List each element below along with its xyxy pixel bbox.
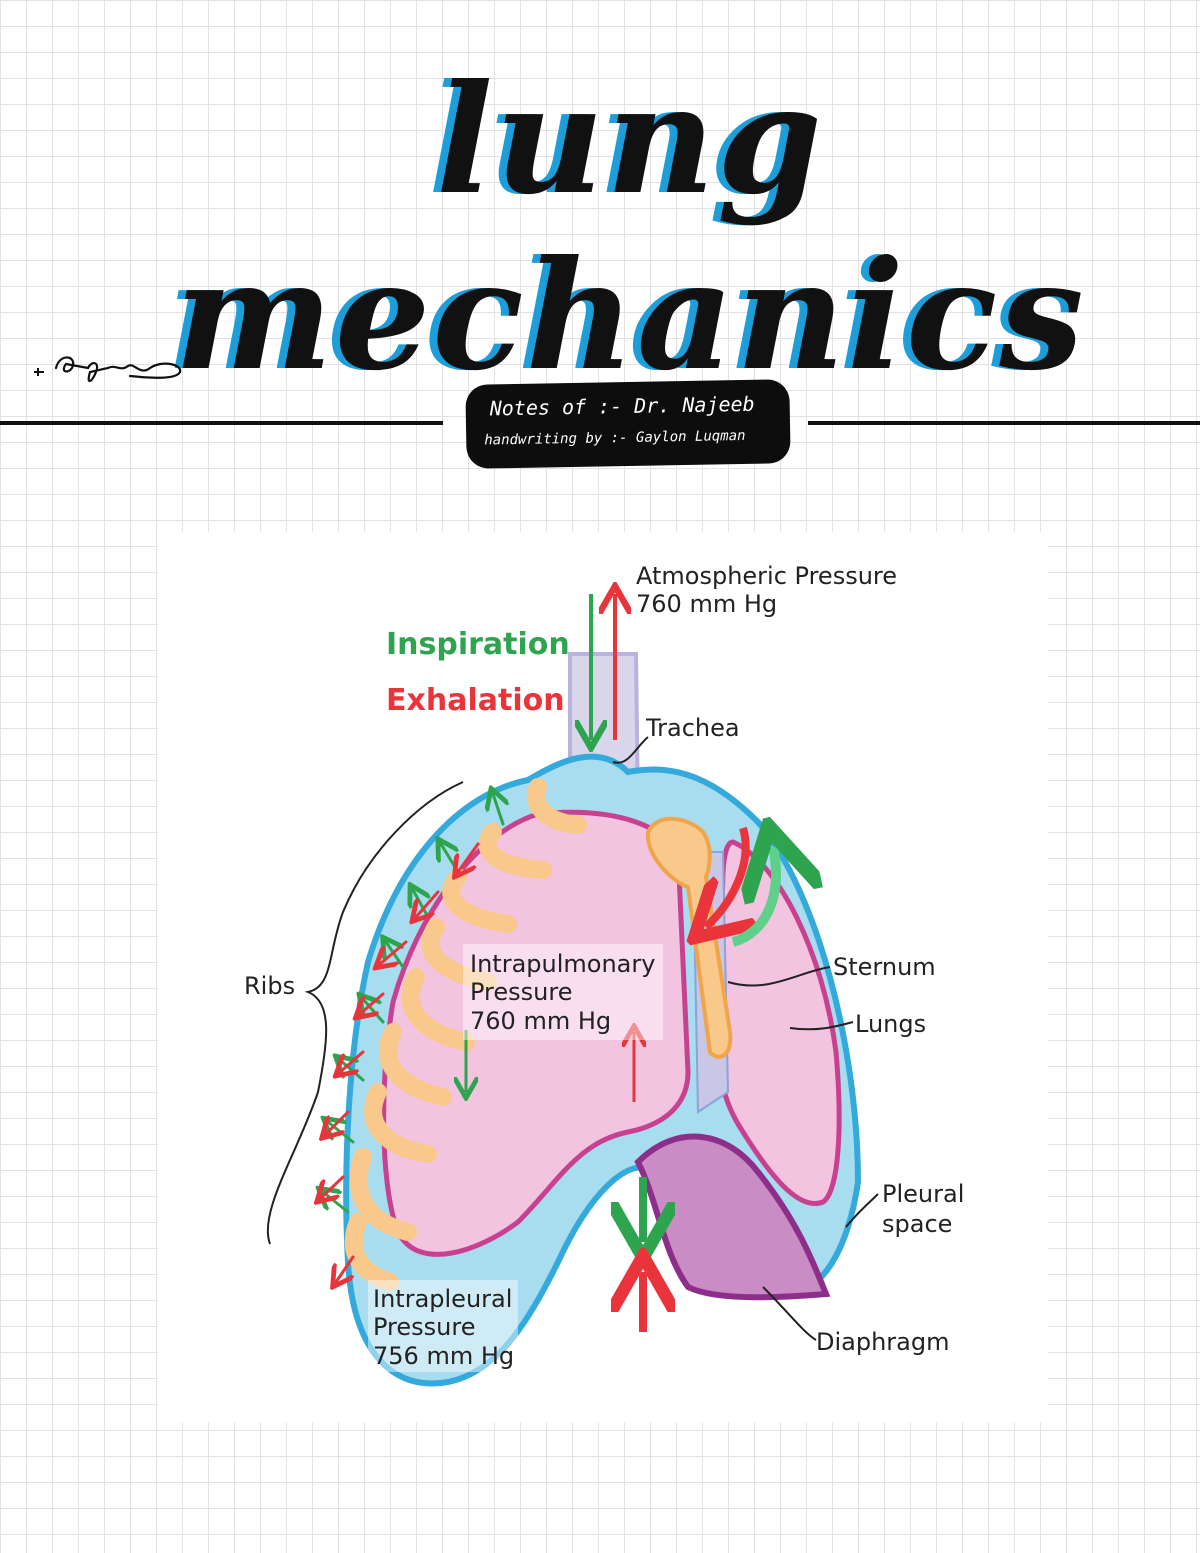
inspiration-legend: Inspiration	[386, 627, 570, 662]
signature-scribble	[34, 356, 182, 383]
intrapleural-label-2: Pressure	[373, 1313, 475, 1341]
sternum	[645, 816, 733, 1059]
lungs-label: Lungs	[855, 1010, 926, 1038]
pleural-space-label-1: Pleural	[882, 1180, 964, 1208]
rib-arrows	[321, 794, 503, 1282]
ribs-label: Ribs	[244, 972, 295, 1000]
diaphragm-label: Diaphragm	[816, 1328, 950, 1356]
trachea-label: Trachea	[645, 714, 740, 742]
atmospheric-pressure-value: 760 mm Hg	[636, 590, 777, 618]
sternum-inspiration-arrow	[731, 847, 776, 947]
credit-notes: Notes of :- Dr. Najeeb	[489, 391, 755, 421]
ribs	[344, 778, 587, 1291]
page-title-text: lung mechanics	[174, 52, 1086, 404]
atmospheric-pressure-label: Atmospheric Pressure	[636, 562, 897, 590]
lung-diagram-svg: Inspiration Exhalation Atmospheric Press…	[244, 562, 964, 1387]
page-title: lung mechanics	[150, 52, 1110, 404]
divider-left	[0, 421, 443, 425]
leader-lines	[612, 736, 879, 1341]
intrapleural-label-3: 756 mm Hg	[373, 1342, 514, 1370]
exhalation-legend: Exhalation	[386, 683, 565, 718]
credit-handwriting: handwriting by :- Gaylon Luqman	[484, 427, 746, 449]
credit-badge: Notes of :- Dr. Najeeb handwriting by :-…	[465, 379, 791, 469]
intrapulmonary-label-2: Pressure	[470, 978, 572, 1006]
lung-diagram: Inspiration Exhalation Atmospheric Press…	[158, 532, 1048, 1422]
sternum-label: Sternum	[833, 953, 936, 981]
intrapulmonary-box	[463, 944, 663, 1040]
left-lung	[381, 809, 691, 1257]
intrapleural-label-1: Intrapleural	[373, 1285, 512, 1313]
intrapulmonary-label-3: 760 mm Hg	[470, 1007, 611, 1035]
divider-right	[808, 421, 1200, 425]
pleural-space-label-2: space	[882, 1210, 952, 1238]
intrapleural-box	[368, 1280, 518, 1372]
ribs-bracket	[266, 781, 464, 1245]
intrapulmonary-label-1: Intrapulmonary	[470, 950, 655, 978]
